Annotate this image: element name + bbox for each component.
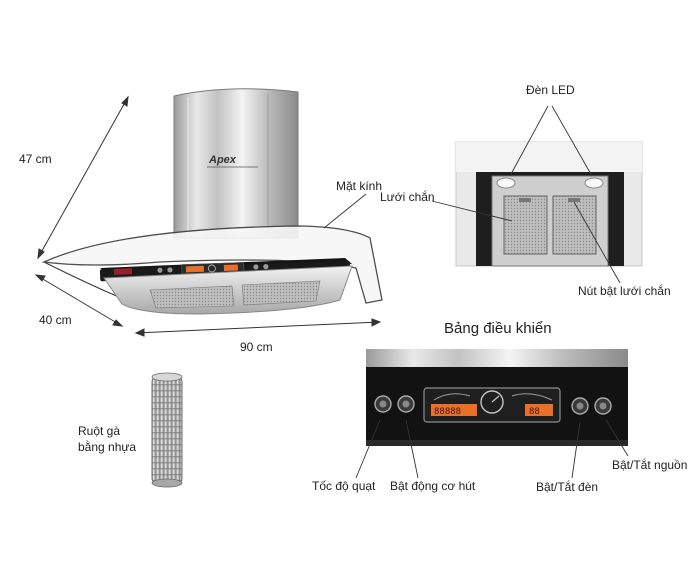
width-dimension-line xyxy=(135,321,381,334)
brand-logo: Apex xyxy=(207,154,258,168)
led-right xyxy=(584,177,604,189)
power-toggle-label: Bật/Tắt nguồn xyxy=(612,458,688,472)
brand-logo-text: Apex xyxy=(208,154,237,166)
hood-filter-right xyxy=(241,280,321,306)
glass-canopy xyxy=(41,225,383,304)
hose-label-line1: Ruột gà xyxy=(78,424,121,438)
fan-speed-button[interactable] xyxy=(374,395,392,413)
fan-speed-label: Tốc độ quạt xyxy=(312,479,376,493)
filter-label: Lưới chắn xyxy=(380,190,435,204)
power-toggle-button[interactable] xyxy=(594,397,612,415)
height-label: 47 cm xyxy=(19,152,52,166)
depth-dimension-line xyxy=(35,274,123,327)
led-left xyxy=(496,177,516,189)
filter-release-label: Nút bật lưới chắn xyxy=(578,284,671,298)
hood-filter-left xyxy=(149,285,235,309)
control-panel-title: Bảng điều khiển xyxy=(444,320,552,337)
width-label: 90 cm xyxy=(240,340,273,354)
display-left-readout: 88888 xyxy=(434,407,461,417)
filter-detail-view xyxy=(431,105,643,284)
detail-filter-right xyxy=(552,195,597,255)
dimension-lines xyxy=(34,95,382,337)
motor-on-button[interactable] xyxy=(397,395,415,413)
glass-label: Mặt kính xyxy=(336,179,383,193)
depth-label: 40 cm xyxy=(39,313,72,327)
range-hood-main: Apex xyxy=(41,88,383,315)
led-label: Đèn LED xyxy=(526,83,575,97)
flexible-hose xyxy=(151,372,183,488)
height-dimension-line xyxy=(37,96,129,259)
control-panel-closeup: 88888 88 xyxy=(355,349,629,479)
light-toggle-button[interactable] xyxy=(571,397,589,415)
hose-label-line2: bằng nhựa xyxy=(78,440,137,454)
light-toggle-label: Bật/Tắt đèn xyxy=(536,480,599,494)
motor-on-label: Bật động cơ hút xyxy=(390,479,476,493)
display-fan-dial xyxy=(480,390,504,414)
detail-filter-left xyxy=(503,195,548,255)
display-right-readout: 88 xyxy=(529,407,540,417)
